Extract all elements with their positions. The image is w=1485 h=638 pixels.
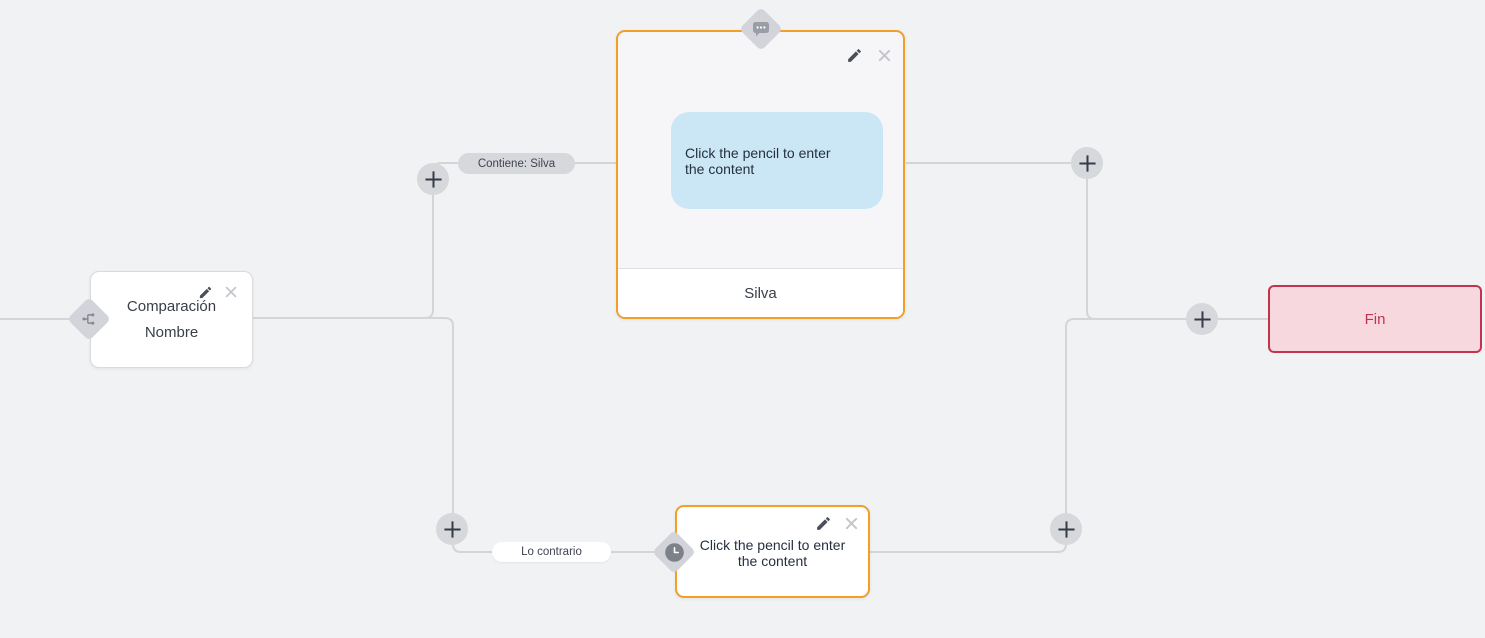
- edge-label-otherwise-text: Lo contrario: [521, 546, 582, 558]
- plus-icon: [1057, 520, 1075, 538]
- message-footer-label: Silva: [744, 284, 777, 302]
- end-node[interactable]: Fin: [1268, 285, 1482, 353]
- add-node-button-bottom-right[interactable]: [1050, 513, 1082, 545]
- plus-icon: [1193, 310, 1211, 328]
- edit-button[interactable]: [814, 514, 832, 532]
- pencil-icon: [847, 48, 861, 62]
- edge-condition-otherwise: [253, 317, 675, 553]
- pencil-icon: [199, 286, 211, 298]
- condition-title-line1: Comparación: [126, 298, 217, 315]
- pencil-icon: [816, 516, 830, 530]
- action-badge: [652, 530, 696, 574]
- add-node-button-bottom-left[interactable]: [436, 513, 468, 545]
- condition-node-title: Comparación Nombre: [91, 298, 252, 341]
- edge-label-match-text: Contiene: Silva: [477, 157, 556, 170]
- message-badge: [738, 7, 783, 51]
- edit-button[interactable]: [845, 46, 863, 64]
- message-node[interactable]: Click the pencil to enter the content Si…: [616, 30, 905, 319]
- plus-icon: [424, 170, 442, 188]
- add-node-button-top-left[interactable]: [417, 163, 449, 195]
- edit-button[interactable]: [196, 283, 214, 301]
- condition-node[interactable]: Comparación Nombre: [90, 271, 253, 368]
- edge-label-otherwise: Lo contrario: [492, 542, 611, 562]
- condition-badge: [67, 297, 111, 341]
- message-node-footer: Silva: [618, 268, 903, 317]
- plus-icon: [443, 520, 461, 538]
- delete-button[interactable]: [222, 283, 240, 301]
- close-icon: [878, 49, 890, 61]
- edge-label-match: Contiene: Silva: [458, 153, 575, 174]
- close-icon: [845, 517, 857, 529]
- close-icon: [225, 286, 237, 298]
- chat-bubble-icon: [752, 22, 769, 37]
- branch-icon: [82, 313, 94, 325]
- edge-action-out: [870, 318, 1075, 553]
- action-node[interactable]: Click the pencil to enter the content: [675, 505, 870, 598]
- delete-button[interactable]: [842, 514, 860, 532]
- clock-icon: [664, 542, 684, 562]
- add-node-button-before-end[interactable]: [1186, 303, 1218, 335]
- plus-icon: [1078, 154, 1096, 172]
- condition-title-line2: Nombre: [144, 324, 199, 341]
- message-preview-bubble: Click the pencil to enter the content: [671, 112, 883, 209]
- add-node-button-top-right[interactable]: [1071, 147, 1103, 179]
- message-placeholder-text: Click the pencil to enter the content: [685, 144, 831, 177]
- delete-button[interactable]: [875, 46, 893, 64]
- edge-message-out: [906, 162, 1096, 320]
- action-placeholder-text: Click the pencil to enter the content: [699, 537, 846, 569]
- end-node-label: Fin: [1364, 310, 1386, 328]
